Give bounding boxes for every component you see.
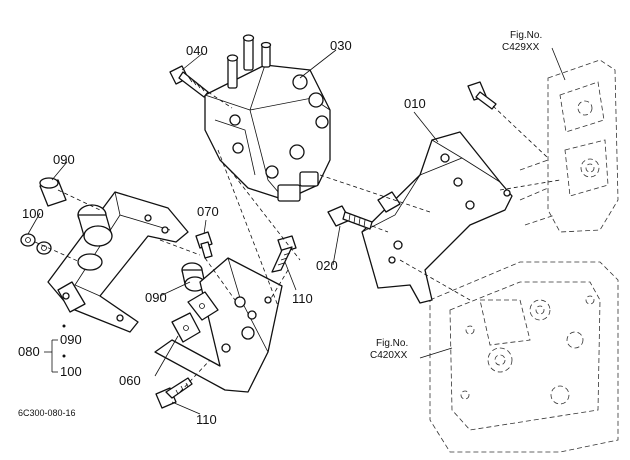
- bolt-020: [327, 205, 373, 230]
- leader-dot: [62, 354, 66, 358]
- transmission-housing-upper: [519, 59, 619, 233]
- callout-030: 030: [330, 38, 352, 53]
- callout-090-top: 090: [53, 152, 75, 167]
- drawing-code: 6C300-080-16: [18, 408, 76, 418]
- callout-080: 080: [18, 344, 40, 359]
- bracket-010: [361, 131, 513, 304]
- callout-100-group: 100: [60, 364, 82, 379]
- callout-110-right: 110: [292, 291, 313, 306]
- callout-090-mid: 090: [145, 290, 167, 305]
- bolt-housing: [467, 81, 497, 110]
- callout-100-left: 100: [22, 206, 44, 221]
- bolt-110-bottom: [155, 377, 193, 409]
- callout-020: 020: [316, 258, 338, 273]
- callout-060: 060: [119, 373, 141, 388]
- callout-110-bottom: 110: [196, 412, 217, 427]
- callout-070: 070: [197, 204, 219, 219]
- bushing-090-mid: [181, 262, 206, 292]
- alignment-lines: [34, 91, 561, 393]
- bushing-100: [20, 233, 52, 255]
- transmission-housing-lower: [429, 261, 619, 453]
- clamp-060: [171, 291, 219, 343]
- callout-010: 010: [404, 96, 426, 111]
- center-plate: [154, 257, 283, 393]
- fig-ref-code: C429XX: [502, 42, 540, 53]
- fig-ref-label: Fig.No.: [510, 30, 542, 41]
- fig-ref-label: Fig.No.: [376, 338, 408, 349]
- bracket-080: [47, 191, 189, 333]
- bushing-090-top: [39, 177, 67, 207]
- leader-lines: [27, 47, 566, 415]
- leader-dot: [62, 324, 66, 328]
- callout-040: 040: [186, 43, 208, 58]
- callout-090-group: 090: [60, 332, 82, 347]
- fig-ref-code: C420XX: [370, 350, 408, 361]
- control-valve-030: [204, 34, 331, 202]
- bolt-110-right: [271, 235, 297, 273]
- bolt-070: [195, 231, 213, 259]
- bolt-040: [169, 65, 209, 98]
